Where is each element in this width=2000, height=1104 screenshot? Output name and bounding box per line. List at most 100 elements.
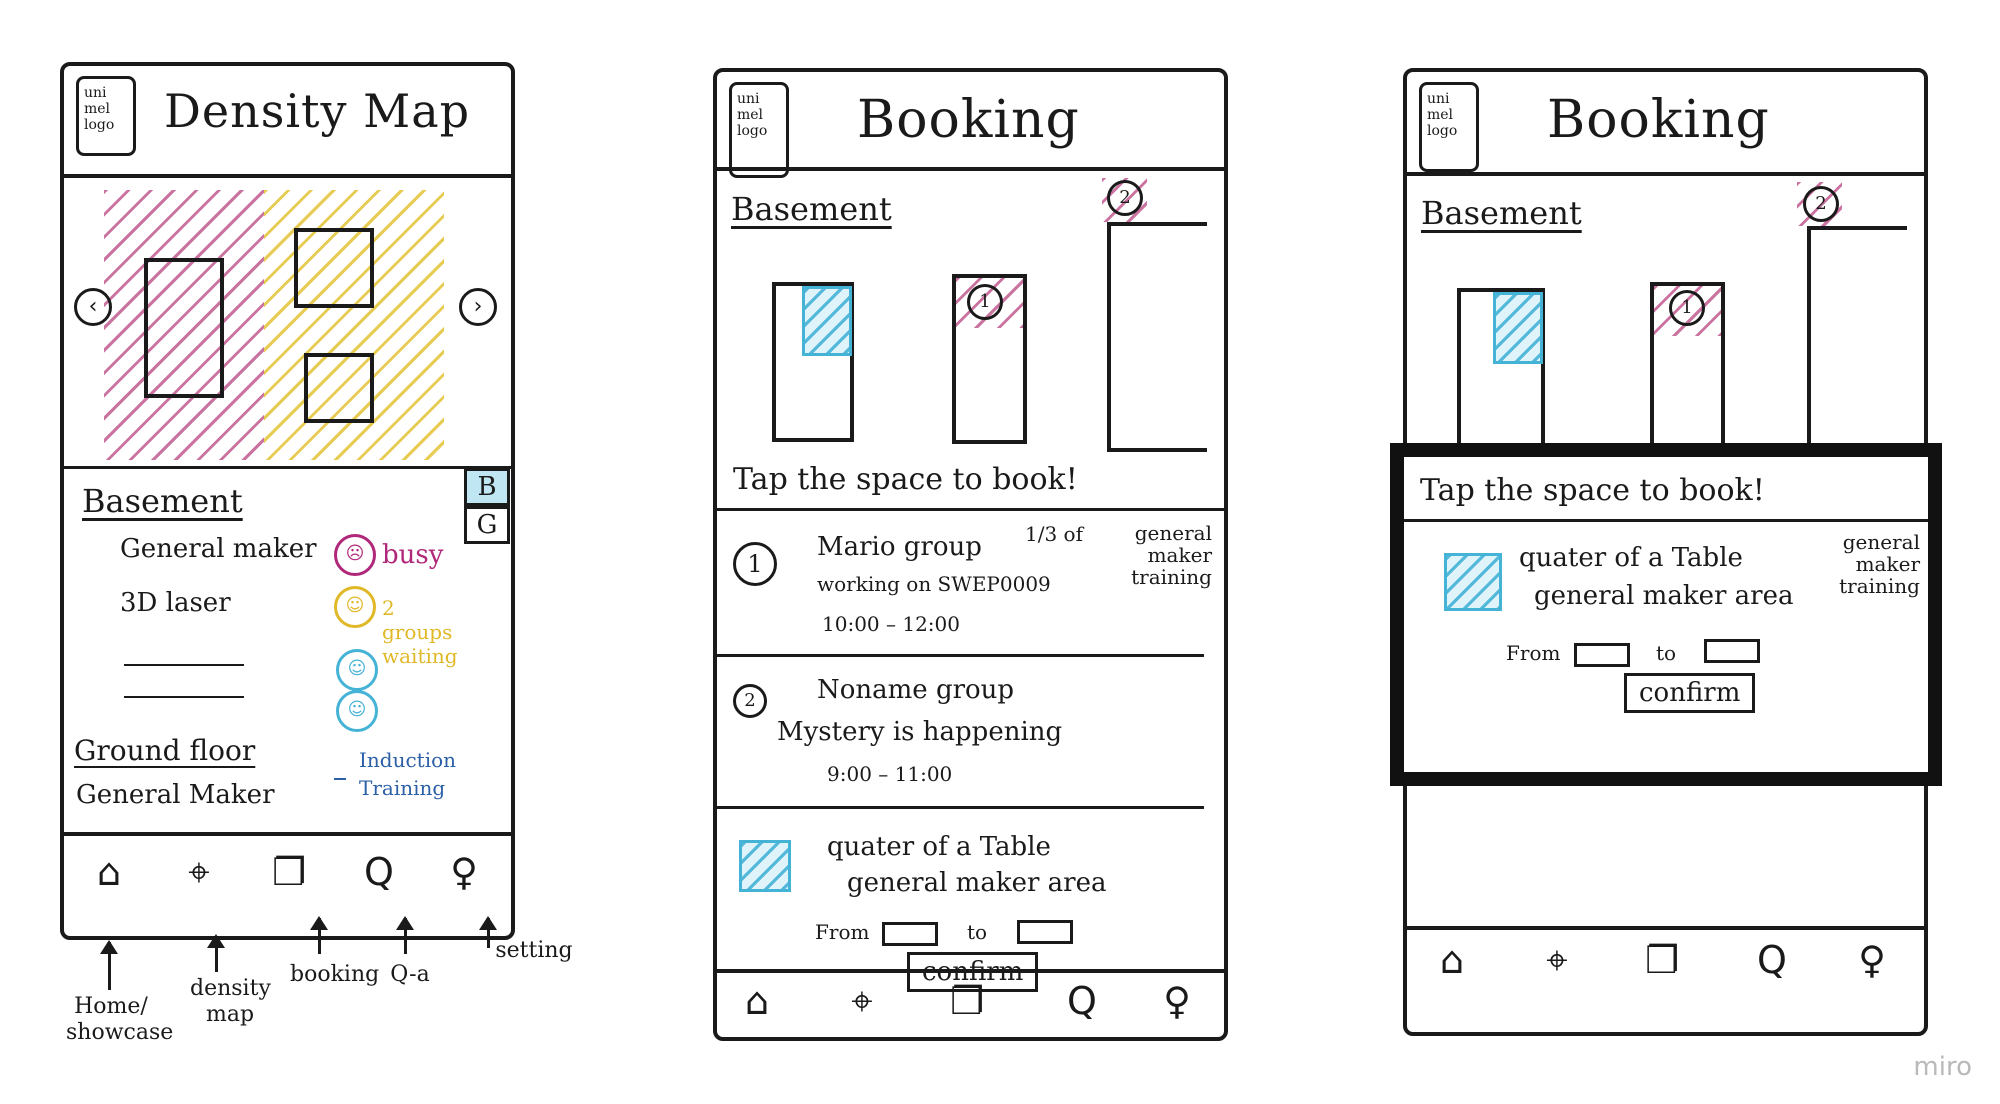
- booking-divider: [717, 806, 1204, 809]
- booking-divider: [717, 654, 1204, 657]
- free-face-icon: ☺: [336, 649, 378, 691]
- table-b[interactable]: [952, 274, 1027, 444]
- annotation-arrow: [396, 916, 414, 954]
- setting-icon[interactable]: ♀: [1858, 938, 1886, 982]
- selected-quarter-table[interactable]: [802, 286, 852, 356]
- maker-table-2[interactable]: [294, 228, 374, 308]
- booking-icon[interactable]: ❐: [949, 979, 985, 1023]
- hint-divider: [717, 508, 1224, 511]
- booking-map[interactable]: 1 2: [717, 172, 1224, 512]
- to-time-input[interactable]: [1017, 920, 1073, 944]
- selected-quarter-table[interactable]: [1493, 292, 1543, 364]
- booking-description: Mystery is happening: [777, 717, 1063, 747]
- booking-marker-1[interactable]: 1: [1669, 290, 1705, 326]
- booking-space: general maker training: [1131, 521, 1212, 589]
- header: uni mel logo Booking: [717, 72, 1224, 178]
- miro-watermark: miro: [1913, 1052, 1972, 1082]
- selection-title: quater of a Table: [1519, 543, 1743, 573]
- from-time-input[interactable]: [1574, 643, 1630, 667]
- hint-divider: [1404, 519, 1928, 522]
- section-ground-floor: Ground floor: [74, 734, 256, 767]
- section-basement: Basement: [82, 482, 243, 520]
- space-label: 3D laser: [120, 588, 231, 618]
- annotation-arrow: [207, 934, 225, 972]
- from-label: From: [1506, 641, 1561, 665]
- space-label: General Maker: [76, 780, 275, 810]
- to-label: to: [967, 920, 988, 944]
- to-time-input[interactable]: [1704, 639, 1760, 663]
- bottom-nav: ⌂ ⌖ ❐ Q ♀: [717, 969, 1224, 1037]
- space-label: General maker: [120, 534, 317, 564]
- selected-space-swatch: [1444, 553, 1502, 611]
- status-busy: busy: [382, 540, 444, 570]
- density-map-icon[interactable]: ⌖: [851, 979, 873, 1023]
- maker-table-1[interactable]: [144, 258, 224, 398]
- annotation-arrow: [100, 940, 118, 990]
- annotation-booking: booking: [290, 962, 380, 987]
- from-label: From: [815, 920, 870, 944]
- qa-icon[interactable]: Q: [1757, 938, 1787, 982]
- annotation-arrow: [310, 916, 328, 954]
- annotation-home: Home/ showcase: [66, 994, 174, 1045]
- page-title: Booking: [857, 90, 1080, 150]
- qa-icon[interactable]: Q: [1067, 979, 1097, 1023]
- annotation-setting: setting: [495, 938, 573, 963]
- booking-icon[interactable]: ❐: [271, 850, 307, 894]
- annotation-density-map: density map: [190, 976, 271, 1027]
- booking-icon[interactable]: ❐: [1644, 938, 1680, 982]
- qa-icon[interactable]: Q: [364, 850, 394, 894]
- booking-group: Mario group: [817, 532, 982, 562]
- booking-marker-2[interactable]: 2: [1803, 186, 1839, 222]
- home-icon[interactable]: ⌂: [1439, 938, 1465, 982]
- page-title: Density Map: [164, 84, 471, 138]
- confirm-button[interactable]: confirm: [1624, 673, 1756, 713]
- section-basement: Basement: [1421, 194, 1582, 232]
- density-map-icon[interactable]: ⌖: [188, 850, 210, 894]
- selected-space-swatch: [739, 840, 791, 892]
- booking-marker-1[interactable]: 1: [967, 284, 1003, 320]
- tap-hint: Tap the space to book!: [1420, 473, 1765, 508]
- tap-hint: Tap the space to book!: [733, 462, 1078, 497]
- busy-zone: [104, 190, 264, 460]
- booking-map[interactable]: 1 2: [1407, 176, 1924, 458]
- setting-icon[interactable]: ♀: [1163, 979, 1191, 1023]
- wall-segment: [1807, 226, 1907, 456]
- to-label: to: [1656, 641, 1677, 665]
- home-icon[interactable]: ⌂: [744, 979, 770, 1023]
- free-face-icon: ☺: [336, 690, 378, 732]
- annotation-arrow: [479, 916, 497, 948]
- booking-number-1: 1: [733, 542, 777, 586]
- floor-tab-basement[interactable]: B: [464, 468, 510, 506]
- booking-time: 10:00 – 12:00: [822, 612, 960, 636]
- header: uni mel logo Density Map: [64, 66, 511, 178]
- section-basement: Basement: [731, 190, 892, 228]
- selection-area: general maker area: [1534, 581, 1794, 611]
- booking-fraction: 1/3 of: [1025, 522, 1083, 546]
- wall-segment: [1107, 222, 1207, 452]
- booking-marker-2[interactable]: 2: [1107, 180, 1143, 216]
- dash: [334, 778, 346, 780]
- status-training: Induction Training: [359, 748, 457, 800]
- page-title: Booking: [1547, 90, 1770, 150]
- header: uni mel logo Booking: [1407, 72, 1924, 176]
- table-a[interactable]: [772, 282, 854, 442]
- bottom-nav: ⌂ ⌖ ❐ Q ♀: [1407, 926, 1924, 1002]
- home-icon[interactable]: ⌂: [96, 850, 122, 894]
- booking-group: Noname group: [817, 675, 1015, 705]
- placeholder-line: [124, 696, 244, 698]
- setting-icon[interactable]: ♀: [450, 850, 478, 894]
- floor-tab-ground[interactable]: G: [464, 506, 510, 544]
- map-prev-button[interactable]: ‹: [74, 288, 112, 326]
- booking-number-2: 2: [733, 684, 767, 718]
- selection-area: general maker area: [847, 868, 1107, 898]
- maker-table-3[interactable]: [304, 353, 374, 423]
- map-divider: [64, 466, 511, 469]
- from-time-input[interactable]: [882, 922, 938, 946]
- placeholder-line: [124, 664, 244, 666]
- floor-map[interactable]: ‹ ›: [64, 178, 511, 463]
- map-next-button[interactable]: ›: [459, 288, 497, 326]
- uni-logo: uni mel logo: [1419, 82, 1479, 172]
- status-waiting: 2 groups waiting: [382, 596, 458, 668]
- density-map-icon[interactable]: ⌖: [1546, 938, 1568, 982]
- busy-face-icon: ☹: [334, 534, 376, 576]
